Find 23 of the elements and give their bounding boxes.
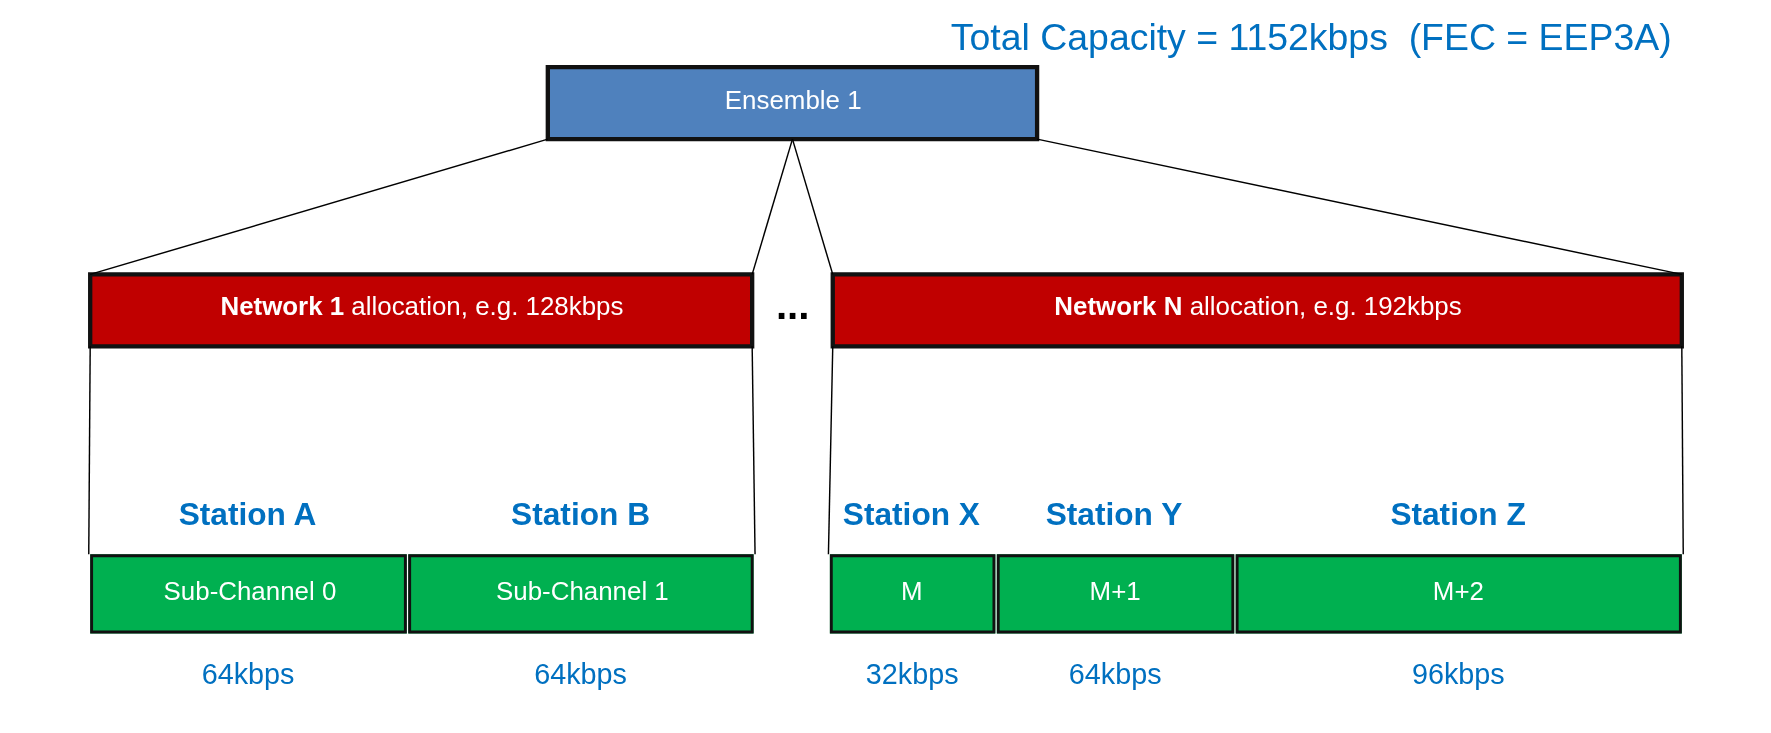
connector	[750, 345, 756, 555]
node-box: Network 1 allocation, e.g. 128kbps	[87, 272, 754, 349]
node-label: Station Z	[1389, 495, 1526, 532]
connector	[791, 138, 833, 276]
node-label: 96kbps	[1411, 657, 1505, 690]
node-label: Station X	[842, 495, 980, 532]
node-label: Station B	[510, 495, 650, 532]
connector	[827, 345, 833, 555]
connector	[89, 138, 549, 276]
node-label: Station Y	[1045, 495, 1182, 532]
node-label: 64kbps	[533, 657, 627, 690]
node-label: 32kbps	[865, 657, 959, 690]
node-label: 64kbps	[201, 657, 294, 690]
node-box: Network N allocation, e.g. 192kbps	[830, 272, 1684, 349]
diagram-title: Total Capacity = 1152kbps (FEC = EEP3A)	[950, 15, 1672, 58]
node-label: 64kbps	[1068, 657, 1162, 690]
connector	[87, 345, 91, 555]
connector	[1035, 138, 1682, 276]
node-label: Station A	[178, 495, 316, 532]
connector	[1680, 345, 1684, 555]
label: ...	[775, 282, 809, 328]
connector	[750, 138, 793, 276]
node-box: Ensemble 1	[545, 65, 1039, 142]
